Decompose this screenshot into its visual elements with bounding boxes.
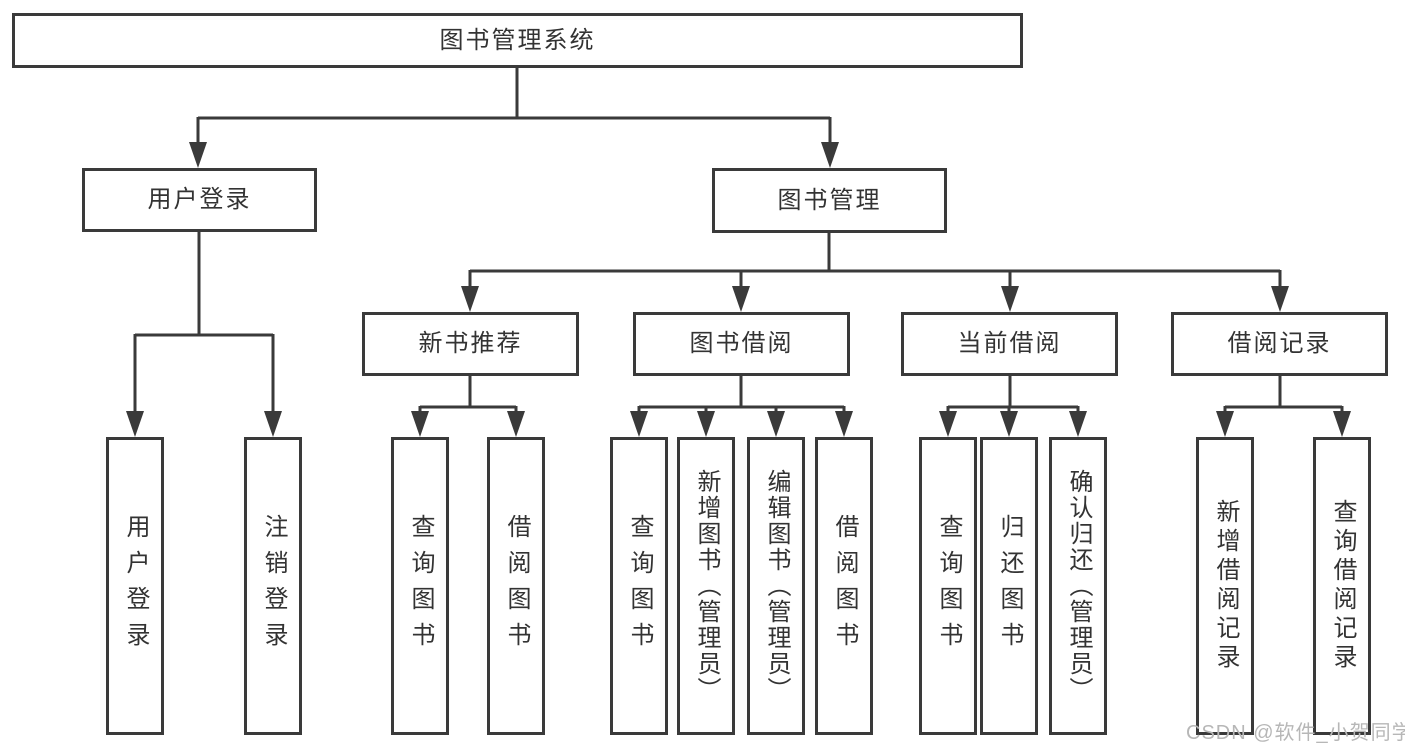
leaf-edit-book-admin: 编辑图书（管理员） [747,437,805,735]
leaf-user-login: 用户登录 [106,437,164,735]
node-user-login: 用户登录 [82,168,317,232]
node-book-borrow: 图书借阅 [633,312,850,376]
leaf-return-book: 归还图书 [980,437,1038,735]
leaf-add-book-admin: 新增图书（管理员） [677,437,735,735]
node-current-borrow: 当前借阅 [901,312,1118,376]
node-root: 图书管理系统 [12,13,1023,68]
node-new-book-recommend: 新书推荐 [362,312,579,376]
leaf-add-borrow-record: 新增借阅记录 [1196,437,1254,735]
leaf-borrow-book-1: 借阅图书 [487,437,545,735]
node-borrow-records: 借阅记录 [1171,312,1388,376]
csdn-watermark: CSDN @软件_小贺同学 [1186,722,1405,744]
leaf-borrow-book-2: 借阅图书 [815,437,873,735]
node-book-management: 图书管理 [712,168,947,233]
leaf-query-borrow-record: 查询借阅记录 [1313,437,1371,735]
leaf-query-book-2: 查询图书 [610,437,668,735]
leaf-query-book-3: 查询图书 [919,437,977,735]
leaf-logout: 注销登录 [244,437,302,735]
leaf-confirm-return-admin: 确认归还（管理员） [1049,437,1107,735]
leaf-query-book-1: 查询图书 [391,437,449,735]
